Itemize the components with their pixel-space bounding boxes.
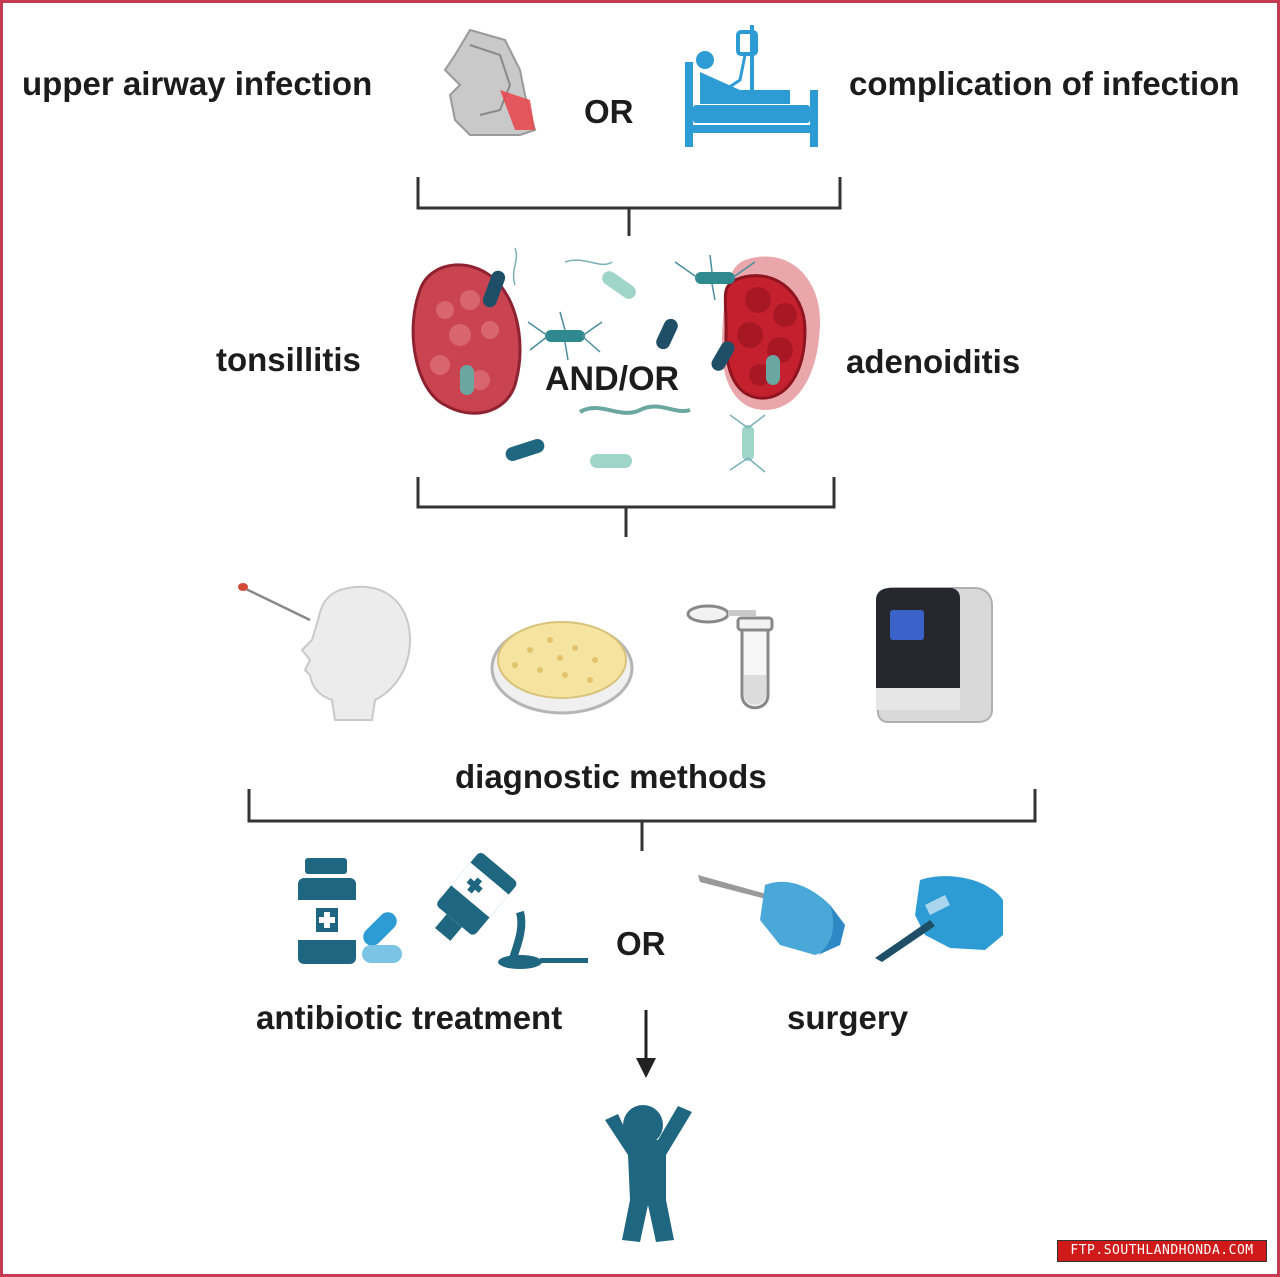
arrow-down-icon xyxy=(636,1010,656,1078)
pill-bottle-icon xyxy=(298,858,402,964)
bacteria-icons xyxy=(460,247,780,473)
watermark: FTP.SOUTHLANDHONDA.COM xyxy=(1057,1240,1267,1262)
bracket-top xyxy=(416,177,842,236)
label-or-top: OR xyxy=(584,93,634,130)
label-and-or: AND/OR xyxy=(545,360,680,398)
label-complication-of-infection: complication of infection xyxy=(849,65,1240,102)
head-section-icon xyxy=(443,28,537,136)
healthy-child-icon xyxy=(605,1105,692,1242)
syrup-bottle-icon xyxy=(435,852,588,969)
nasal-swab-icon xyxy=(238,583,412,721)
test-tube-icon xyxy=(686,604,774,710)
label-diagnostic-methods: diagnostic methods xyxy=(455,758,767,795)
label-tonsillitis: tonsillitis xyxy=(216,341,361,378)
scalpel-hand-icon xyxy=(875,876,1003,962)
label-surgery: surgery xyxy=(787,999,909,1036)
petri-dish-icon xyxy=(490,621,634,715)
pcr-machine-icon xyxy=(876,587,993,723)
adenoid-icon xyxy=(721,256,820,410)
surgical-forceps-icon xyxy=(698,875,845,955)
label-antibiotic-treatment: antibiotic treatment xyxy=(256,999,563,1036)
bracket-middle xyxy=(416,477,836,537)
hospital-bed-icon xyxy=(685,25,818,147)
label-adenoiditis: adenoiditis xyxy=(846,343,1021,380)
label-upper-airway-infection: upper airway infection xyxy=(22,65,373,102)
bracket-bottom xyxy=(247,789,1037,851)
label-or-bottom: OR xyxy=(616,925,666,962)
